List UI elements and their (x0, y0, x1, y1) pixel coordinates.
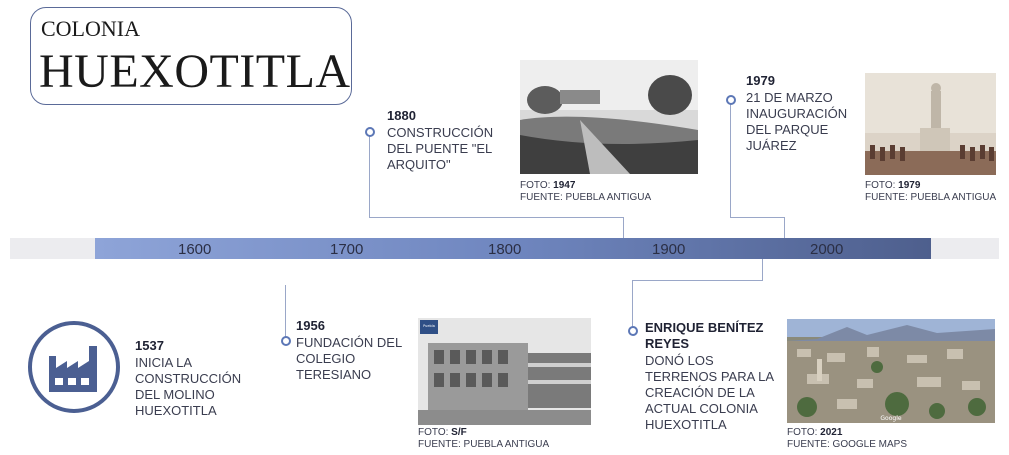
event-line: CONSTRUCCIÓN (387, 125, 494, 140)
connector-1880-horizontal (369, 217, 623, 219)
event-text-1979: 21 DE MARZO INAUGURACIÓN DEL PARQUE JUÁR… (746, 90, 847, 154)
photo-foto-line: FOTO: 1947 (520, 180, 651, 192)
event-text-1880: CONSTRUCCIÓN DEL PUENTE "EL ARQUITO" (387, 125, 493, 173)
photo-foto-line: FOTO: S/F (418, 427, 549, 439)
photo-colegio-image: Puebla (418, 318, 591, 425)
event-year-1537: 1537 (135, 338, 164, 353)
photo-foto-value: 1979 (898, 180, 921, 191)
event-name-line2: REYES (645, 336, 690, 351)
event-year-1880: 1880 (387, 108, 416, 123)
marker-dot-1880 (365, 127, 375, 137)
photo-source: FUENTE: PUEBLA ANTIGUA (865, 192, 997, 203)
event-line: ACTUAL COLONIA (645, 401, 758, 416)
photo-foto-label: FOTO: (520, 180, 554, 191)
title-subtitle: COLONIA (41, 16, 140, 41)
event-line: CREACIÓN DE LA (645, 385, 755, 400)
decade-label-1900: 1900 (652, 241, 686, 258)
event-line: CONSTRUCCIÓN (135, 371, 242, 386)
decade-label-1700: 1700 (330, 241, 364, 258)
photo-colegio: Puebla (418, 318, 591, 425)
event-line: TERESIANO (296, 367, 372, 382)
photo-2021-image: Google (787, 319, 995, 423)
photo-1947 (520, 60, 698, 174)
event-text-benitez: DONÓ LOS TERRENOS PARA LA CREACIÓN DE LA… (645, 353, 774, 433)
event-line: INICIA LA (135, 355, 193, 370)
event-text-1956: FUNDACIÓN DEL COLEGIO TERESIANO (296, 335, 402, 383)
connector-benitez-drop (762, 259, 764, 280)
event-year-1956: 1956 (296, 318, 325, 333)
photo-source: FUENTE: GOOGLE MAPS (787, 439, 908, 450)
photo-foto-label: FOTO: (865, 180, 899, 191)
photo-source: FUENTE: PUEBLA ANTIGUA (418, 439, 550, 450)
event-line: DEL MOLINO (135, 387, 215, 402)
connector-1979-horizontal (730, 217, 784, 219)
photo-foto-value: 1947 (553, 180, 576, 191)
event-line: JUÁREZ (746, 138, 797, 153)
event-line: COLEGIO (296, 351, 356, 366)
marker-dot-1979 (726, 95, 736, 105)
page-title: HUEXOTITLA (39, 45, 351, 98)
connector-1979-drop (784, 217, 786, 238)
connector-1880-drop (623, 217, 625, 238)
event-line: DONÓ LOS (645, 353, 714, 368)
photo-2021-caption: FOTO: 2021 FUENTE: GOOGLE MAPS (787, 427, 907, 451)
photo-2021: Google (787, 319, 995, 423)
photo-1979-caption: FOTO: 1979 FUENTE: PUEBLA ANTIGUA (865, 180, 996, 204)
event-line: TERRENOS PARA LA (645, 369, 775, 384)
event-line: 21 DE MARZO (746, 90, 833, 105)
photo-foto-value: 2021 (820, 427, 843, 438)
decade-label-1800: 1800 (488, 241, 522, 258)
event-name-line1: ENRIQUE BENÍTEZ (645, 320, 764, 335)
title-card: COLONIA HUEXOTITLA (30, 7, 352, 105)
connector-1979-vertical (730, 102, 732, 217)
photo-foto-line: FOTO: 2021 (787, 427, 907, 439)
photo-foto-value: S/F (451, 427, 467, 438)
event-line: DEL PARQUE (746, 122, 829, 137)
photo-watermark: Google (880, 415, 901, 422)
event-text-1537: INICIA LA CONSTRUCCIÓN DEL MOLINO HUEXOT… (135, 355, 241, 419)
event-year-1979: 1979 (746, 73, 775, 88)
marker-dot-benitez (628, 326, 638, 336)
event-line: HUEXOTITLA (645, 417, 727, 432)
timeline-bar (95, 238, 931, 259)
marker-dot-1956 (281, 336, 291, 346)
photo-foto-line: FOTO: 1979 (865, 180, 996, 192)
photo-logo-text: Puebla (423, 324, 435, 328)
event-line: ARQUITO" (387, 157, 451, 172)
decade-label-2000: 2000 (810, 241, 844, 258)
factory-icon (27, 320, 121, 414)
photo-1979 (865, 73, 996, 175)
event-line: HUEXOTITLA (135, 403, 217, 418)
photo-foto-label: FOTO: (418, 427, 452, 438)
connector-benitez-vertical (632, 280, 634, 330)
event-line: FUNDACIÓN DEL (296, 335, 403, 350)
photo-colegio-caption: FOTO: S/F FUENTE: PUEBLA ANTIGUA (418, 427, 549, 451)
photo-source: FUENTE: PUEBLA ANTIGUA (520, 192, 652, 203)
photo-foto-label: FOTO: (787, 427, 821, 438)
photo-1979-image (865, 73, 996, 175)
connector-1956-vertical (285, 285, 287, 340)
photo-1947-image (520, 60, 698, 174)
event-line: DEL PUENTE "EL (387, 141, 493, 156)
decade-label-1600: 1600 (178, 241, 212, 258)
photo-1947-caption: FOTO: 1947 FUENTE: PUEBLA ANTIGUA (520, 180, 651, 204)
connector-1880-vertical (369, 134, 371, 217)
connector-benitez-horizontal (632, 280, 763, 282)
event-line: INAUGURACIÓN (746, 106, 848, 121)
